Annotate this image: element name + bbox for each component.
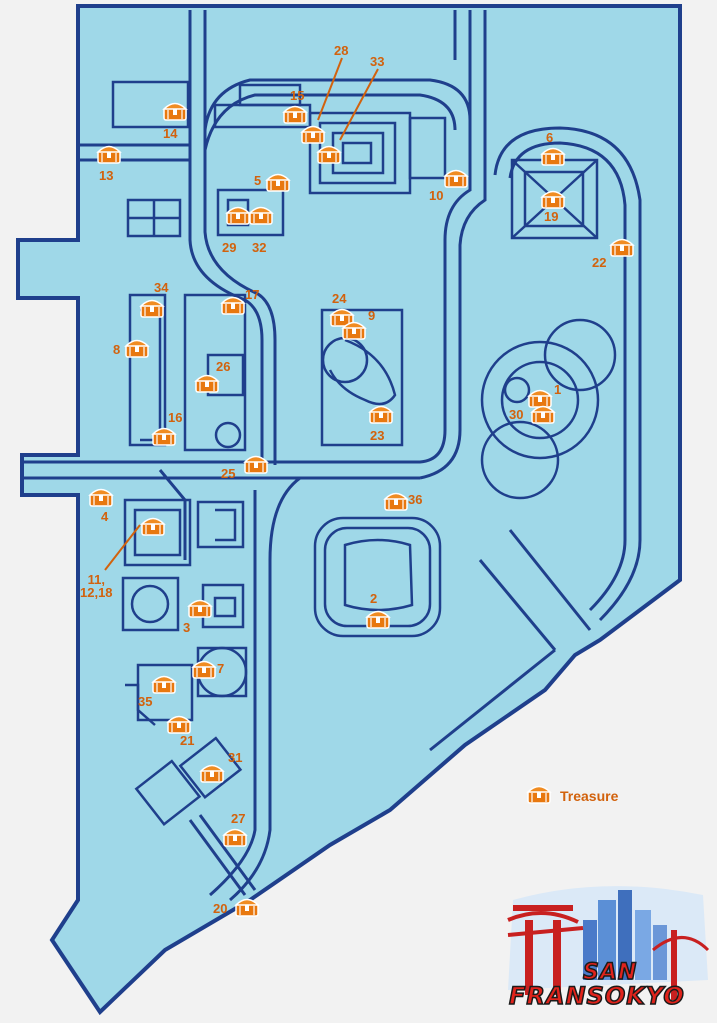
treasure-chest-15[interactable] [282,103,308,125]
treasure-label-10: 10 [429,188,444,203]
treasure-label-3: 3 [183,620,191,635]
treasure-chest-13[interactable] [96,143,122,165]
map-area [16,4,682,1016]
treasure-chest-27[interactable] [222,826,248,848]
treasure-chest-21[interactable] [166,713,192,735]
treasure-chest-1[interactable] [527,387,553,409]
treasure-chest-2[interactable] [365,608,391,630]
treasure-label-7: 7 [217,661,225,676]
treasure-chest-32[interactable] [248,204,274,226]
treasure-label-26: 26 [216,359,231,374]
treasure-chest-5[interactable] [265,171,291,193]
treasure-label-32: 32 [252,240,267,255]
treasure-label-17: 17 [245,287,260,302]
treasure-chest-20[interactable] [234,896,260,918]
treasure-chest-7[interactable] [191,658,217,680]
treasure-chest-8[interactable] [124,337,150,359]
san-fransokyo-logo: SAN FRANSOKYO [503,880,711,1012]
streets [22,10,642,902]
treasure-label-15: 15 [290,88,305,103]
treasure-chest-26[interactable] [194,372,220,394]
leader-line [104,524,141,571]
treasure-chest-36[interactable] [383,490,409,512]
treasure-label-23: 23 [370,428,385,443]
treasure-label-11_12_18: 11, 12,18 [80,572,113,600]
treasure-chest-22[interactable] [609,236,635,258]
treasure-label-14: 14 [163,126,178,141]
treasure-chest-23[interactable] [368,403,394,425]
treasure-label-21: 21 [180,733,195,748]
treasure-label-30: 30 [509,407,524,422]
treasure-chest-11_12_18[interactable] [140,515,166,537]
treasure-label-19: 19 [544,209,559,224]
treasure-label-34: 34 [154,280,169,295]
legend-label: Treasure [560,788,619,804]
treasure-label-16: 16 [168,410,183,425]
treasure-chest-10[interactable] [443,167,469,189]
treasure-chest-34[interactable] [139,297,165,319]
treasure-label-36: 36 [408,492,423,507]
treasure-label-24: 24 [332,291,347,306]
treasure-chest-25[interactable] [243,453,269,475]
treasure-label-5: 5 [254,173,262,188]
treasure-label-1: 1 [554,382,562,397]
treasure-label-33: 33 [370,54,385,69]
treasure-chest-17[interactable] [220,294,246,316]
treasure-label-20: 20 [213,901,228,916]
treasure-chest-19[interactable] [540,188,566,210]
treasure-label-9: 9 [368,308,376,323]
treasure-label-35: 35 [138,694,153,709]
treasure-chest-6[interactable] [540,145,566,167]
treasure-chest-9[interactable] [341,319,367,341]
treasure-chest-icon [527,785,551,804]
treasure-label-28: 28 [334,43,349,58]
logo-line2: FRANSOKYO [508,981,685,1011]
treasure-label-6: 6 [546,130,554,145]
treasure-chest-33[interactable] [316,143,342,165]
treasure-label-31: 31 [228,750,243,765]
treasure-label-25: 25 [221,466,236,481]
treasure-chest-28[interactable] [300,123,326,145]
logo-skyline-icon [507,886,710,1000]
logo-line1: SAN [582,959,638,986]
treasure-label-13: 13 [99,168,114,183]
treasure-label-29: 29 [222,240,237,255]
treasure-label-27: 27 [231,811,246,826]
treasure-label-4: 4 [101,509,109,524]
treasure-label-2: 2 [370,591,378,606]
treasure-label-22: 22 [592,255,607,270]
leader-line [317,57,343,121]
treasure-chest-35[interactable] [151,673,177,695]
leader-line [339,68,379,141]
treasure-label-8: 8 [113,342,121,357]
treasure-chest-30[interactable] [530,403,556,425]
treasure-chest-16[interactable] [151,425,177,447]
treasure-chest-31[interactable] [199,762,225,784]
treasure-chest-4[interactable] [88,486,114,508]
treasure-chest-3[interactable] [187,597,213,619]
treasure-chest-14[interactable] [162,100,188,122]
treasure-chest-24[interactable] [329,306,355,328]
